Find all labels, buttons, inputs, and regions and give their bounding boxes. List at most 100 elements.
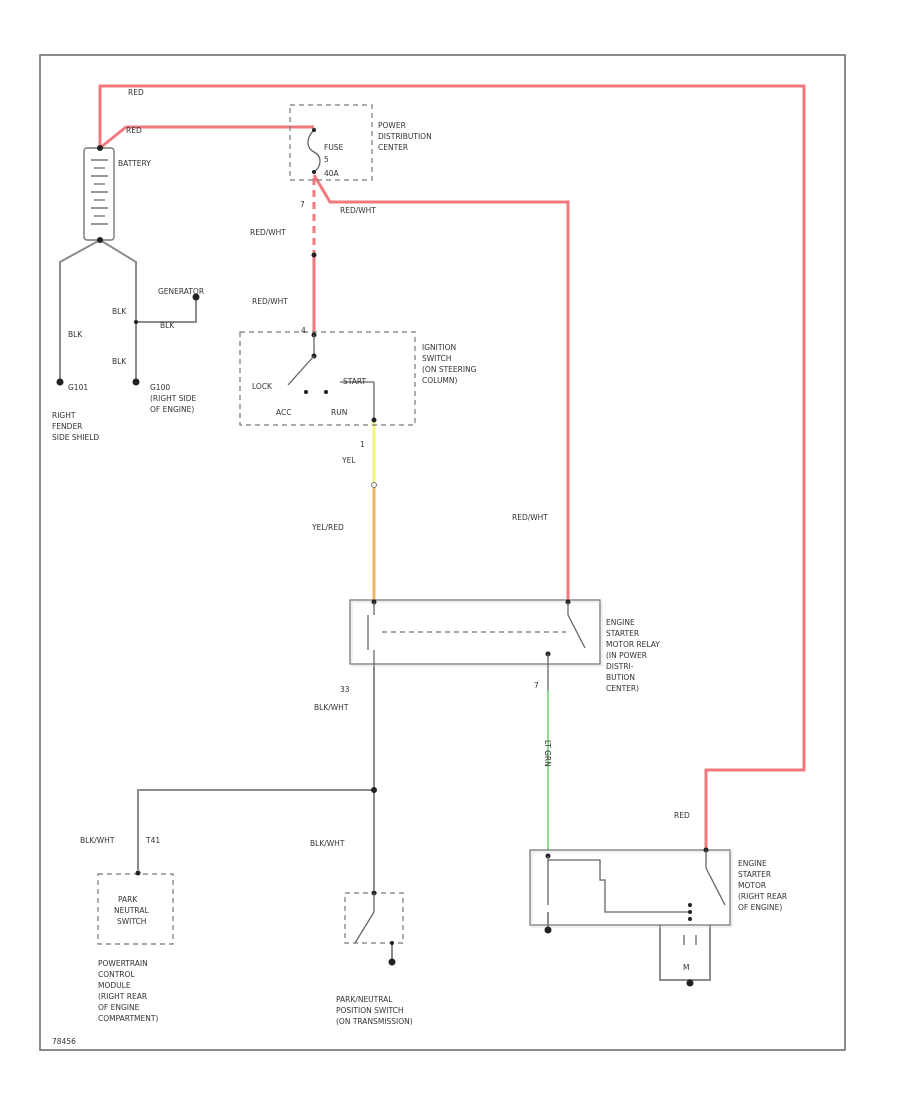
wire-red-wht-pdc-relay xyxy=(312,174,570,600)
splice-blk-wht xyxy=(371,787,377,793)
wire-blk-left xyxy=(59,239,101,380)
label-motor: ENGINE STARTER MOTOR (RIGHT REAR OF ENGI… xyxy=(738,859,787,912)
label-ign-acc: ACC xyxy=(276,408,291,417)
connector-c7-relay: 7 xyxy=(534,681,539,690)
svg-text:(RIGHT REAR: (RIGHT REAR xyxy=(98,992,147,1001)
generator-terminal xyxy=(192,293,200,301)
label-blk-wht-tr: BLK/WHT xyxy=(80,836,115,845)
svg-text:FENDER: FENDER xyxy=(52,422,82,431)
splice-dot xyxy=(134,320,138,324)
label-yel: YEL xyxy=(341,456,356,465)
starter-relay xyxy=(349,599,603,690)
label-ign-start: START xyxy=(343,377,367,386)
svg-text:OF ENGINE): OF ENGINE) xyxy=(150,405,194,414)
label-tr-switch: PARK NEUTRAL SWITCH xyxy=(114,895,149,926)
svg-text:OF ENGINE): OF ENGINE) xyxy=(738,903,782,912)
svg-text:CONTROL: CONTROL xyxy=(98,970,135,979)
park-neutral-position-switch xyxy=(344,890,404,966)
wire-red-battery-pdc xyxy=(99,125,314,150)
label-red-wht-left: RED/WHT xyxy=(250,228,286,237)
label-pcm: POWERTRAIN CONTROL MODULE (RIGHT REAR OF… xyxy=(98,959,158,1023)
svg-text:CENTER): CENTER) xyxy=(606,684,639,693)
label-red-wht-relay: RED/WHT xyxy=(512,513,548,522)
svg-text:DISTRIBUTION: DISTRIBUTION xyxy=(378,132,432,141)
svg-text:RIGHT: RIGHT xyxy=(52,411,76,420)
park-neutral-switch-tr xyxy=(97,870,174,945)
connector-c33-relay: 33 xyxy=(340,685,350,694)
label-lt-grn: LT GRN xyxy=(543,740,552,767)
label-motor-m: M xyxy=(683,963,689,972)
svg-text:POSITION SWITCH: POSITION SWITCH xyxy=(336,1006,404,1015)
label-red-wht-lower: RED/WHT xyxy=(252,297,288,306)
svg-text:MOTOR RELAY: MOTOR RELAY xyxy=(606,640,660,649)
splice-red-wht xyxy=(311,252,317,258)
svg-text:(RIGHT REAR: (RIGHT REAR xyxy=(738,892,787,901)
svg-text:ENGINE: ENGINE xyxy=(606,618,635,627)
svg-text:SWITCH: SWITCH xyxy=(422,354,451,363)
connector-yel-red xyxy=(371,482,377,488)
svg-text:POWERTRAIN: POWERTRAIN xyxy=(98,959,148,968)
wire-red-top xyxy=(98,84,806,848)
wire-blk-right xyxy=(99,239,137,380)
label-pdc: POWER DISTRIBUTION CENTER xyxy=(378,121,432,152)
svg-text:PARK: PARK xyxy=(118,895,138,904)
label-blk-right: BLK xyxy=(112,307,127,316)
label-blk-mid: BLK xyxy=(112,357,127,366)
label-ign-run: RUN xyxy=(331,408,347,417)
svg-text:(ON TRANSMISSION): (ON TRANSMISSION) xyxy=(336,1017,413,1026)
label-g100: G100 xyxy=(150,383,170,392)
svg-text:FUSE: FUSE xyxy=(324,143,344,152)
connector-c1-ign: 1 xyxy=(360,440,365,449)
svg-text:MOTOR: MOTOR xyxy=(738,881,766,890)
svg-text:CENTER: CENTER xyxy=(378,143,408,152)
svg-text:(IN POWER: (IN POWER xyxy=(606,651,647,660)
figure-code: 78456 xyxy=(52,1037,76,1046)
svg-text:MODULE: MODULE xyxy=(98,981,131,990)
label-g101-location: RIGHT FENDER SIDE SHIELD xyxy=(52,411,99,442)
battery xyxy=(83,145,115,243)
svg-text:IGNITION: IGNITION xyxy=(422,343,456,352)
svg-text:NEUTRAL: NEUTRAL xyxy=(114,906,149,915)
wire-blk-gen xyxy=(136,297,197,323)
label-relay: ENGINE STARTER MOTOR RELAY (IN POWER DIS… xyxy=(606,618,660,693)
svg-text:5: 5 xyxy=(324,155,329,164)
label-blk-wht-pnp: BLK/WHT xyxy=(310,839,345,848)
label-red-starter: RED xyxy=(674,811,690,820)
label-tr-code: T41 xyxy=(145,836,160,845)
label-generator: GENERATOR xyxy=(158,287,204,296)
ground-g101 xyxy=(56,378,64,386)
svg-text:POWER: POWER xyxy=(378,121,406,130)
label-g100-location: (RIGHT SIDE OF ENGINE) xyxy=(150,394,197,414)
ignition-switch xyxy=(239,331,416,426)
svg-text:STARTER: STARTER xyxy=(738,870,771,879)
svg-text:COMPARTMENT): COMPARTMENT) xyxy=(98,1014,158,1023)
diagram-frame xyxy=(39,54,846,1051)
wire-blk-wht-tr xyxy=(137,789,374,870)
starter-motor xyxy=(529,847,733,987)
connector-c7-pdc: 7 xyxy=(300,200,305,209)
ground-wires xyxy=(59,239,711,981)
power-distribution-center xyxy=(289,104,373,181)
svg-text:OF ENGINE: OF ENGINE xyxy=(98,1003,140,1012)
label-red-top: RED xyxy=(128,88,144,97)
svg-text:DISTRI-: DISTRI- xyxy=(606,662,634,671)
label-red-wht-right: RED/WHT xyxy=(340,206,376,215)
label-blk-left: BLK xyxy=(68,330,83,339)
label-ignition-switch: IGNITION SWITCH (ON STEERING COLUMN) xyxy=(422,343,477,385)
label-pnp: PARK/NEUTRAL POSITION SWITCH (ON TRANSMI… xyxy=(336,995,413,1026)
label-ign-lock: LOCK xyxy=(252,382,273,391)
label-fuse: FUSE 5 40A xyxy=(324,143,344,178)
label-yel-red: YEL/RED xyxy=(311,523,344,532)
label-blk-wht-relay: BLK/WHT xyxy=(314,703,349,712)
connector-c4-ign: 4 xyxy=(301,326,306,335)
svg-text:SIDE SHIELD: SIDE SHIELD xyxy=(52,433,99,442)
svg-text:PARK/NEUTRAL: PARK/NEUTRAL xyxy=(336,995,393,1004)
wire-motor-case xyxy=(659,925,711,981)
label-battery: BATTERY xyxy=(118,159,151,168)
label-g101: G101 xyxy=(68,383,88,392)
svg-text:(ON STEERING: (ON STEERING xyxy=(422,365,477,374)
label-blk-gen: BLK xyxy=(160,321,175,330)
svg-text:COLUMN): COLUMN) xyxy=(422,376,458,385)
svg-text:SWITCH: SWITCH xyxy=(117,917,146,926)
svg-text:BUTION: BUTION xyxy=(606,673,635,682)
